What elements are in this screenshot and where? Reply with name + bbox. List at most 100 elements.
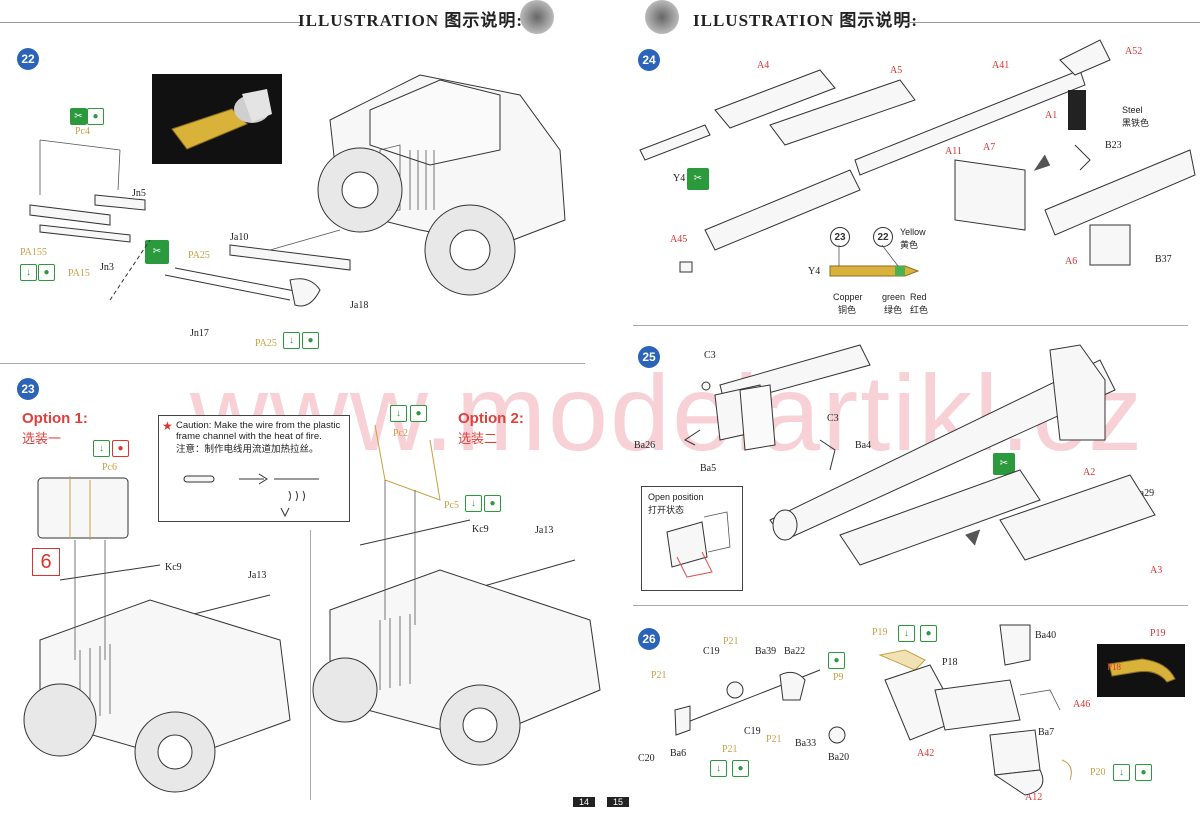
glue-drop-icon: ● xyxy=(112,440,129,457)
color-red-cn: 红色 xyxy=(910,305,929,315)
part-label-pc2: Pc2 xyxy=(393,428,408,439)
part-label-a5: A5 xyxy=(890,65,903,76)
header-rule-right xyxy=(905,22,1200,23)
color-red: Red xyxy=(910,292,927,302)
part-label-a41: A41 xyxy=(992,60,1010,71)
step24-drawing xyxy=(639,39,1196,277)
part-label-ba6: Ba6 xyxy=(670,748,687,759)
part-label-ba22: Ba22 xyxy=(784,646,806,657)
part-label-p21: P21 xyxy=(722,744,738,755)
color-yellow: Yellow xyxy=(900,227,926,237)
part-label-pa155: PA155 xyxy=(20,247,47,258)
cement-arrow-icon: ↓ xyxy=(93,440,110,457)
part-label-pa25: PA25 xyxy=(188,250,210,261)
part-label-kc9: Kc9 xyxy=(472,524,489,535)
cement-arrow-icon: ↓ xyxy=(390,405,407,422)
divider xyxy=(633,325,1188,326)
glue-drop-icon: ● xyxy=(410,405,427,422)
color-copper: Copper xyxy=(833,292,863,302)
cut-icon: ✂ xyxy=(70,108,87,125)
part-label-ja13: Ja13 xyxy=(535,525,554,536)
option-1-label: Option 1: xyxy=(22,410,88,427)
part-label-p21: P21 xyxy=(651,670,667,681)
option-1-cn: 选装一 xyxy=(22,431,62,446)
part-label-c3: C3 xyxy=(704,350,716,361)
open-position-cn: 打开状态 xyxy=(648,505,685,515)
part-label-jn5: Jn5 xyxy=(132,188,146,199)
glue-drop-icon: ● xyxy=(38,264,55,281)
part-label-p20: P20 xyxy=(1090,767,1106,778)
cut-icon: ✂ xyxy=(993,453,1015,475)
part-label-pc4: Pc4 xyxy=(75,126,90,137)
part-label-a11: A11 xyxy=(945,146,962,157)
header-circle-icon xyxy=(645,0,679,34)
part-label-ba7: Ba7 xyxy=(1038,727,1055,738)
cut-icon: ✂ xyxy=(687,168,709,190)
cut-icon: ✂ xyxy=(145,240,169,264)
caution-text-cn: 注意：制作电线用流道加热拉丝。 xyxy=(176,444,319,455)
part-label-ba4: Ba4 xyxy=(855,440,872,451)
cement-arrow-icon: ↓ xyxy=(465,495,482,512)
part-label-a7: A7 xyxy=(983,142,996,153)
option-2-cn: 选装二 xyxy=(458,431,498,446)
cement-arrow-icon: ↓ xyxy=(898,625,915,642)
step-number-22: 22 xyxy=(17,48,39,70)
reference-step-23: 23 xyxy=(830,227,850,247)
color-yellow-cn: 黄色 xyxy=(900,240,919,250)
part-label-a46: A46 xyxy=(1073,699,1091,710)
reference-step-22: 22 xyxy=(873,227,893,247)
part-label-p21: P21 xyxy=(766,734,782,745)
part-label-a1: A1 xyxy=(1045,110,1058,121)
part-label-c3: C3 xyxy=(827,413,839,424)
cement-arrow-icon: ↓ xyxy=(20,264,37,281)
part-label-c20: C20 xyxy=(638,753,655,764)
glue-drop-icon: ● xyxy=(920,625,937,642)
part-label-ba33: Ba33 xyxy=(795,738,817,749)
part-label-ba29: Ba29 xyxy=(1133,488,1155,499)
part-label-a2: A2 xyxy=(1083,467,1096,478)
step-number-25: 25 xyxy=(638,346,660,368)
glue-drop-icon: ● xyxy=(1135,764,1152,781)
color-green-cn: 绿色 xyxy=(884,305,903,315)
color-steel: Steel xyxy=(1122,105,1143,115)
step23-drawing xyxy=(23,424,601,793)
part-label-a52: A52 xyxy=(1125,46,1143,57)
part-label-c19: C19 xyxy=(744,726,761,737)
color-green: green xyxy=(882,292,906,302)
photo-render xyxy=(1108,658,1176,683)
reference-number-box: 6 xyxy=(32,548,60,576)
part-label-a42: A42 xyxy=(917,748,935,759)
part-label-ba39: Ba39 xyxy=(755,646,777,657)
option-2-label: Option 2: xyxy=(458,410,524,427)
part-label-a12: A12 xyxy=(1025,792,1043,803)
part-label-p19: P19 xyxy=(872,627,888,638)
part-label-p19: P19 xyxy=(1150,628,1166,639)
glue-drop-icon: ● xyxy=(302,332,319,349)
part-label-b37: B37 xyxy=(1155,254,1172,265)
open-position-drawing xyxy=(666,511,731,578)
part-label-pc6: Pc6 xyxy=(102,462,117,473)
color-steel-cn: 黑铁色 xyxy=(1122,118,1150,128)
caution-illustration xyxy=(183,473,319,518)
part-label-ba5: Ba5 xyxy=(700,463,717,474)
glue-drop-icon: ● xyxy=(87,108,104,125)
glue-drop-icon: ● xyxy=(484,495,501,512)
color-copper-cn: 铜色 xyxy=(838,305,857,315)
part-label-c19: C19 xyxy=(703,646,720,657)
part-label-b23: B23 xyxy=(1105,140,1122,151)
part-label-ba20: Ba20 xyxy=(828,752,850,763)
part-label-ja18: Ja18 xyxy=(350,300,369,311)
step-number-24: 24 xyxy=(638,49,660,71)
header-circle-icon xyxy=(520,0,554,34)
reference-photo xyxy=(1097,644,1185,697)
part-label-ba40: Ba40 xyxy=(1035,630,1057,641)
header-title-left: ILLUSTRATION 图示说明: xyxy=(298,11,524,30)
part-label-ja13: Ja13 xyxy=(248,570,267,581)
part-label-p9: P9 xyxy=(833,672,844,683)
cement-arrow-icon: ↓ xyxy=(710,760,727,777)
caution-text-en: Caution: Make the wire from the plastic … xyxy=(176,420,341,442)
part-label-a4: A4 xyxy=(757,60,770,71)
step-number-26: 26 xyxy=(638,628,660,650)
star-icon: ★ xyxy=(162,419,173,433)
glue-drop-icon: ● xyxy=(732,760,749,777)
